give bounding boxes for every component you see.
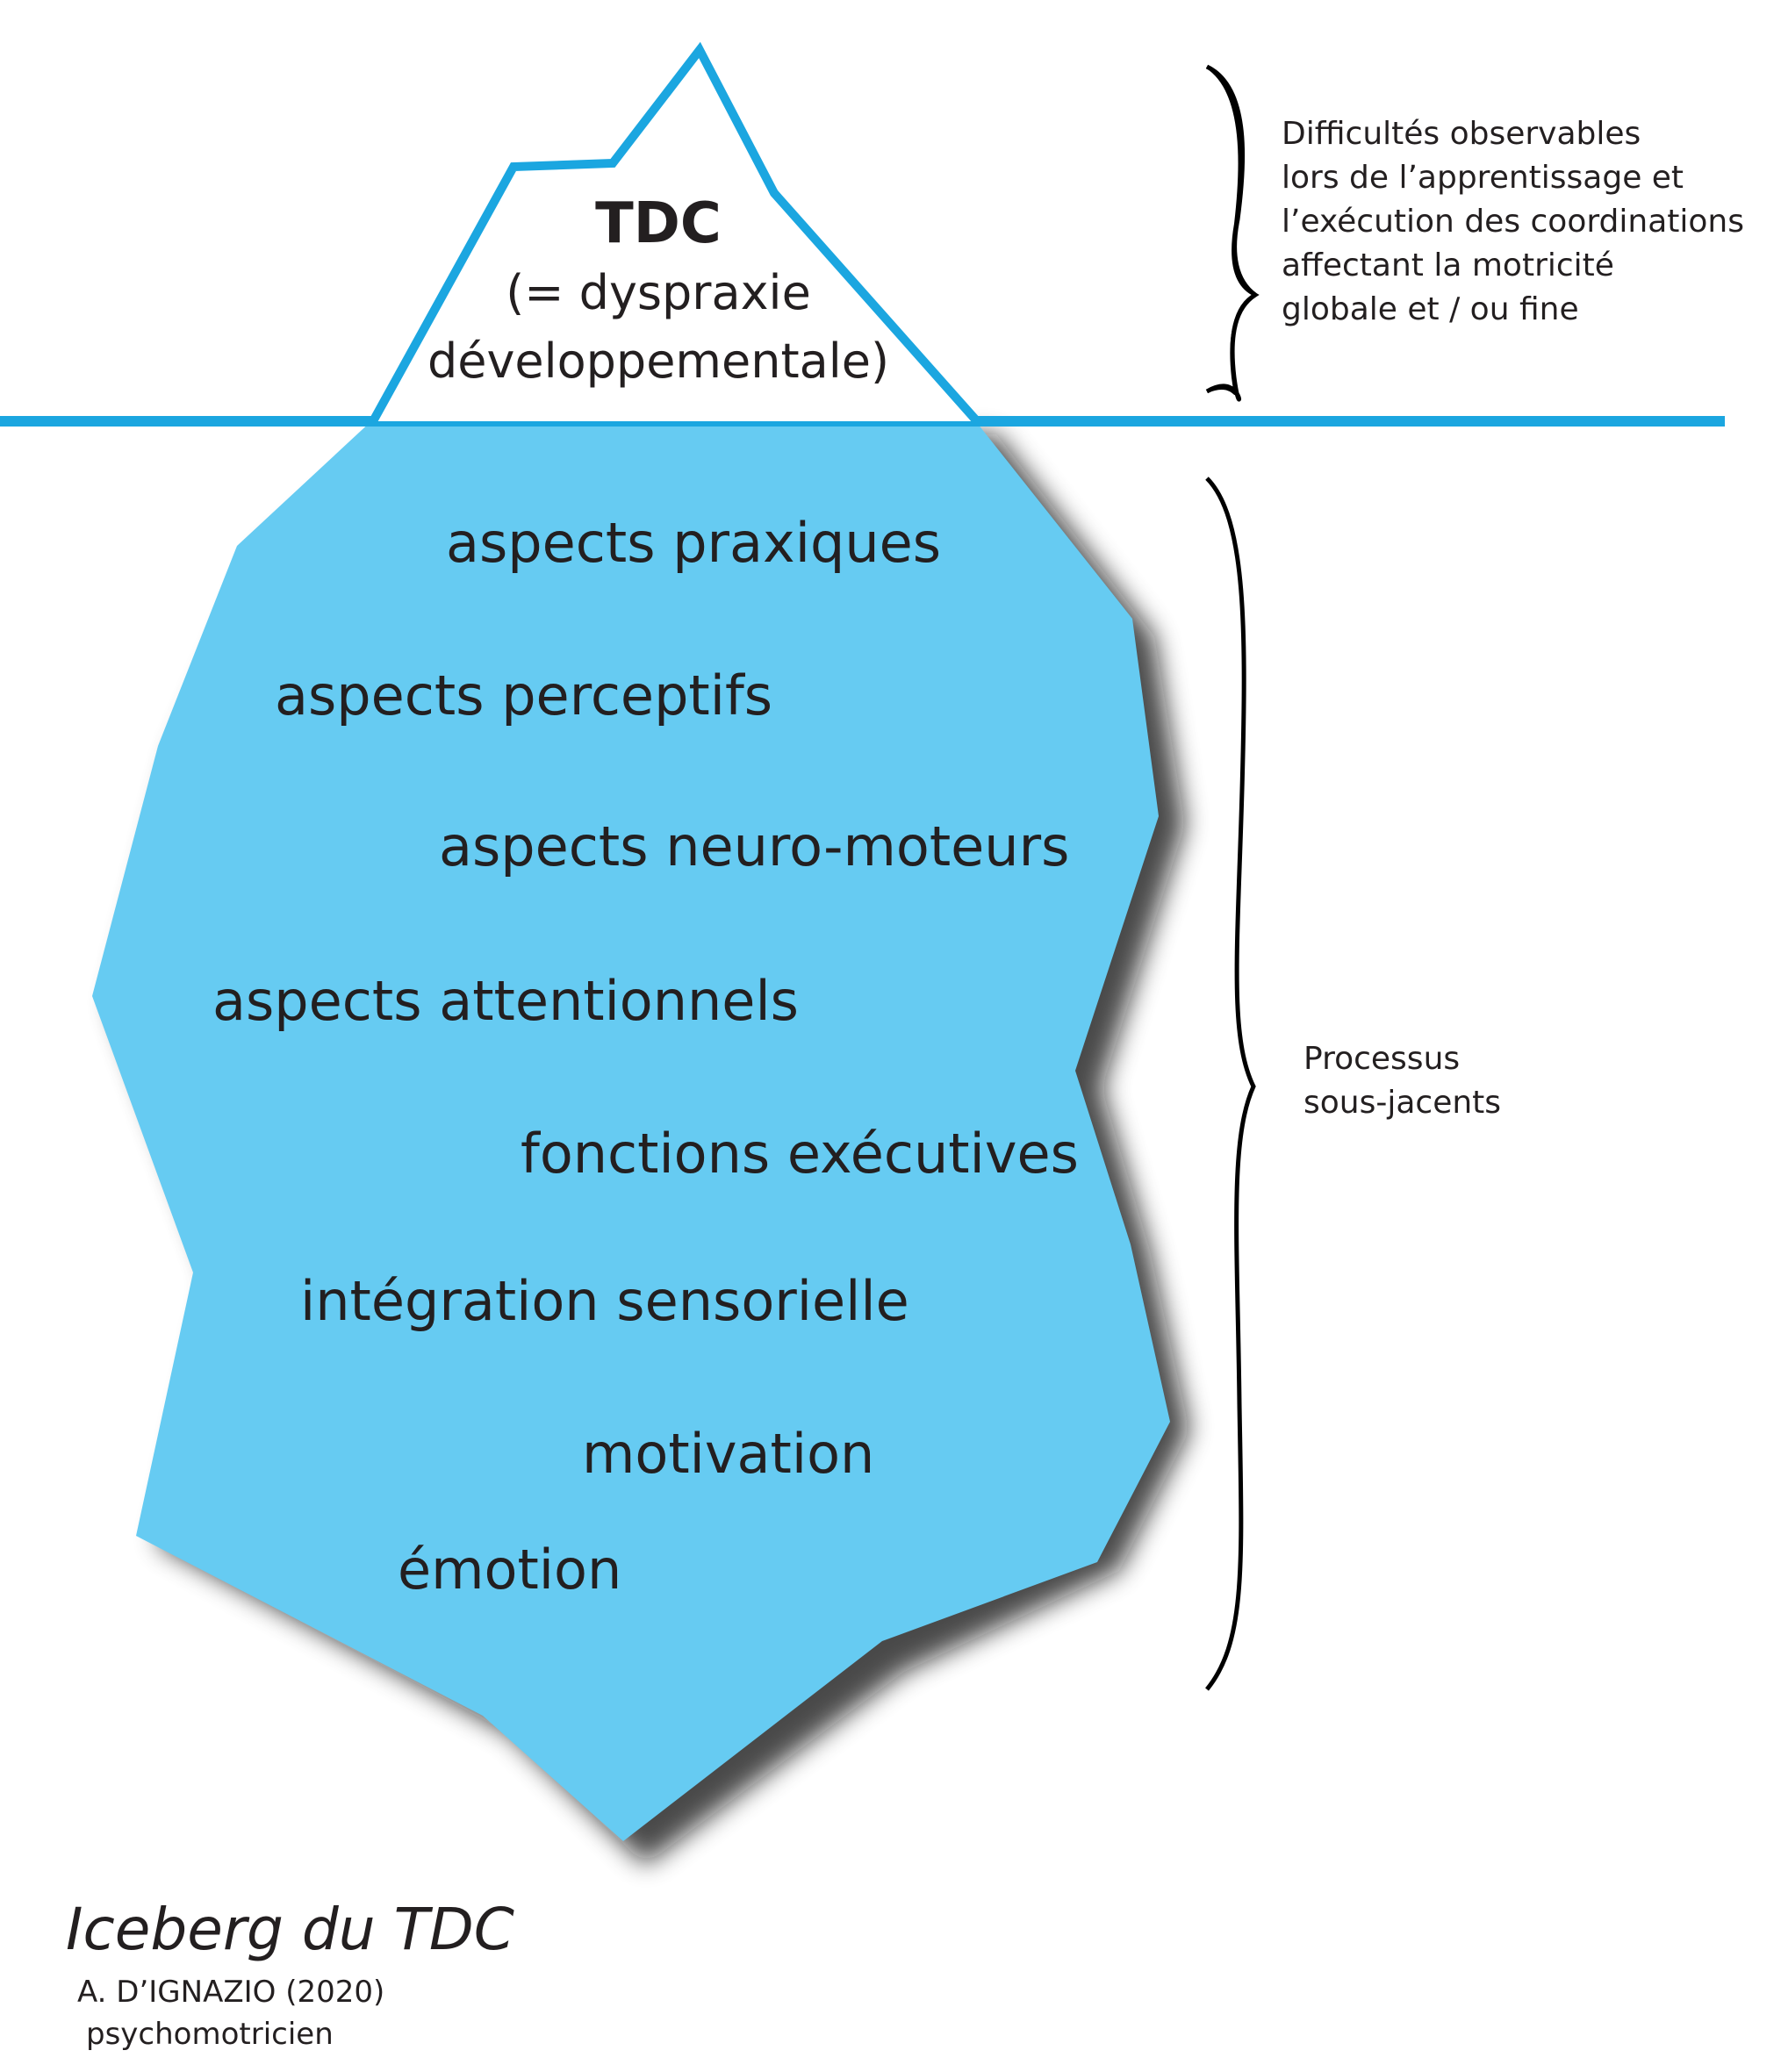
above-note-line-5: globale et / ou fine: [1282, 291, 1579, 327]
above-note-line-4: affectant la motricité: [1282, 247, 1614, 283]
tip-subtitle-line-2: développementale): [427, 333, 890, 389]
lower-brace: [1205, 477, 1256, 1691]
above-note-line-3: l’exécution des coordinations: [1282, 204, 1744, 240]
above-note-line-1: Difficultés observables: [1282, 116, 1641, 152]
item-fonctions-executives: fonctions exécutives: [521, 1122, 1079, 1186]
caption-author: A. D’IGNAZIO (2020): [77, 1975, 385, 2010]
item-motivation: motivation: [582, 1422, 875, 1486]
item-emotion: émotion: [398, 1538, 622, 1602]
iceberg-tip: [369, 41, 980, 425]
item-aspects-neuro-moteurs: aspects neuro-moteurs: [439, 814, 1070, 878]
item-integration-sensorielle: intégration sensorielle: [300, 1269, 909, 1333]
caption-role: psychomotricien: [86, 2017, 334, 2052]
tip-subtitle-line-1: (= dyspraxie: [506, 265, 811, 320]
iceberg-submerged: [92, 419, 1170, 1841]
item-aspects-attentionnels: aspects attentionnels: [212, 969, 799, 1033]
item-aspects-praxiques: aspects praxiques: [446, 511, 942, 575]
tip-title: TDC: [595, 191, 722, 256]
above-note-line-2: lors de l’apprentissage et: [1282, 160, 1684, 196]
item-aspects-perceptifs: aspects perceptifs: [275, 663, 773, 728]
below-note-line-1: Processus: [1303, 1041, 1461, 1077]
caption-title: Iceberg du TDC: [66, 1896, 514, 1963]
below-note-line-2: sous-jacents: [1303, 1085, 1502, 1121]
upper-brace-inner: [1205, 65, 1260, 396]
